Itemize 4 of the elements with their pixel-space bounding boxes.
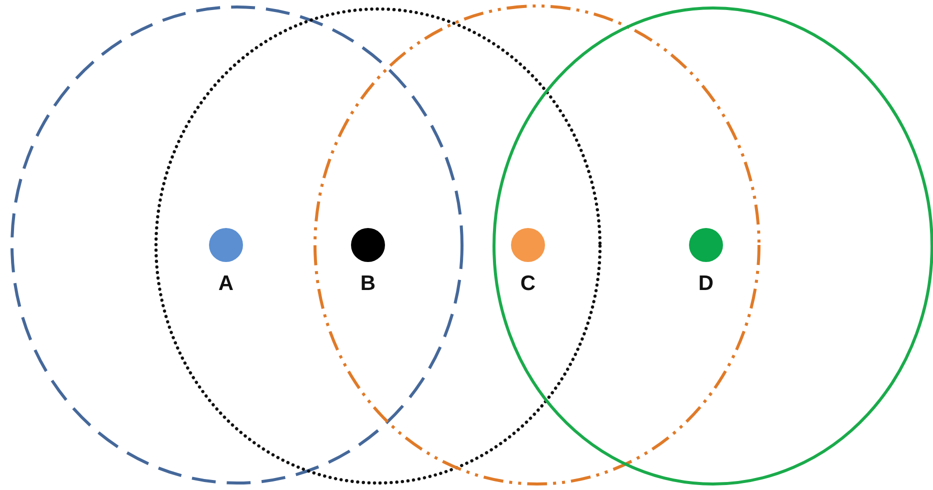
point-label: C xyxy=(520,272,536,296)
point-label: A xyxy=(218,272,234,296)
point-label: D xyxy=(698,272,714,296)
point-label: B xyxy=(360,272,376,296)
